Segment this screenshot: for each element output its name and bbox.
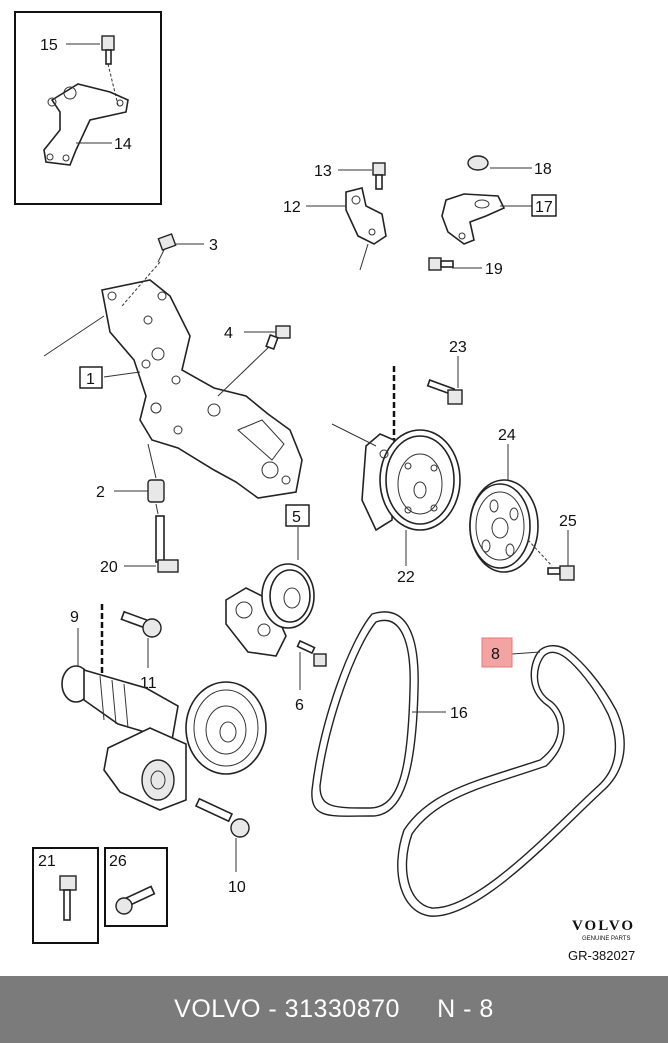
footer-position: N - 8 [437,995,494,1023]
footer-bar: VOLVO - 31330870 N - 8 [0,976,668,1043]
belt-16-drawing [311,611,419,817]
callout-14: 14 [114,136,132,153]
belt-8-drawing [397,645,625,917]
bolt-10-drawing [194,797,250,838]
callout-16: 16 [450,705,468,722]
bolt-15-drawing [101,35,119,106]
callout-8-highlight [481,637,513,668]
callout-24: 24 [498,427,516,444]
bolt-11-drawing [120,610,162,638]
callout-12: 12 [283,199,301,216]
pulley-24-drawing [469,479,539,573]
callout-6: 6 [295,697,304,714]
callout-10: 10 [228,879,246,896]
callout-26: 26 [109,853,127,870]
callout-19: 19 [485,261,503,278]
bracket-17-drawing [428,155,506,271]
callout-17: 17 [535,199,553,216]
inset-box-21 [32,847,99,944]
footer-gap [400,995,437,1024]
bolt-6-drawing [296,639,327,667]
tensioner-9-drawing [61,665,267,811]
bracket-14-drawing [43,83,129,166]
main-bracket-1-drawing [43,261,303,499]
callout-2: 2 [96,484,105,501]
callout-5: 5 [292,509,301,526]
callout-25: 25 [559,513,577,530]
callout-1: 1 [86,371,95,388]
callout-18: 18 [534,161,552,178]
callout-1-box [79,366,103,389]
bolt-3-drawing [157,233,177,263]
callout-23: 23 [449,339,467,356]
volvo-genuine-parts-text: GENUINE PARTS [582,936,630,942]
callout-22: 22 [397,569,415,586]
callout-4: 4 [224,325,233,342]
callout-17-box [531,194,557,217]
bolt-21-drawing [59,875,77,921]
parts-diagram: 15 14 13 12 18 17 19 [14,11,635,963]
inset-box-26 [104,847,168,927]
footer-brand: VOLVO [174,995,261,1023]
callout-3: 3 [209,237,218,254]
bolt-20-drawing [155,515,179,573]
inset-box-bracket [14,11,162,205]
water-pump-22-drawing [331,423,461,532]
callout-15: 15 [40,37,58,54]
footer-part-number: 31330870 [284,995,400,1023]
bolt-26-drawing [115,885,156,915]
bolt-25-drawing [527,539,575,581]
callout-20: 20 [100,559,118,576]
sleeve-2-drawing [147,443,165,515]
bolt-4-drawing [265,325,291,351]
callout-5-box [285,504,310,527]
footer-separator: - [260,995,285,1023]
volvo-logo-text: VOLVO [572,918,635,934]
idler-5-drawing [225,563,315,657]
callout-13: 13 [314,163,332,180]
callout-21: 21 [38,853,56,870]
bracket-12-drawing [345,162,387,271]
figure-reference: GR-382027 [568,948,635,963]
callout-9: 9 [70,609,79,626]
bolt-23-drawing [392,366,463,450]
callout-8: 8 [491,646,500,663]
